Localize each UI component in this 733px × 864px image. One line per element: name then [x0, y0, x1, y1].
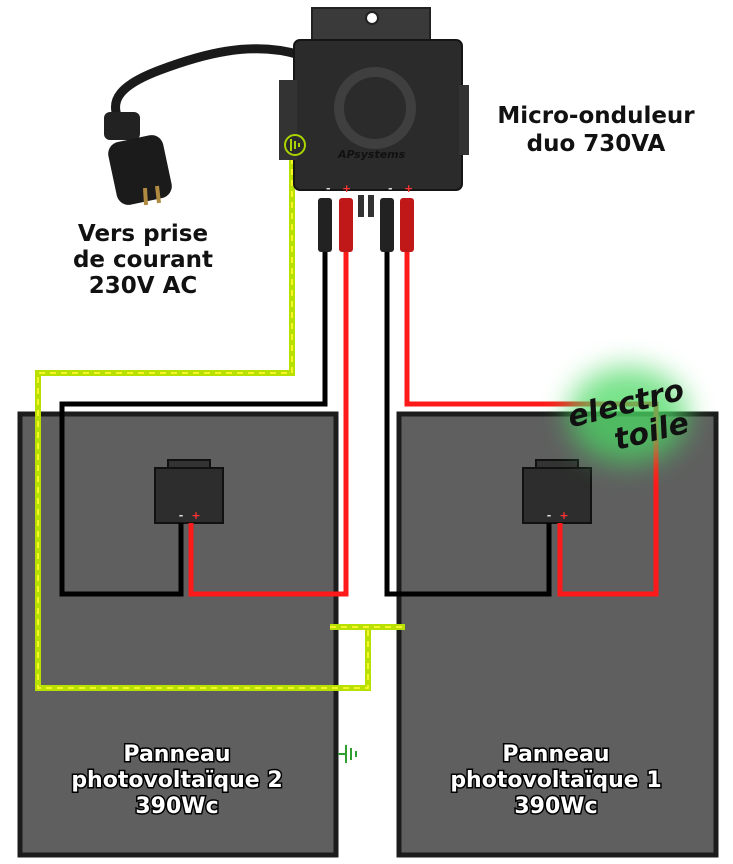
- inverter-minus-right: -: [388, 182, 393, 195]
- dc-connectors: [318, 195, 414, 252]
- plug-label-line3: 230V AC: [89, 273, 198, 299]
- plug-label-line2: de courant: [73, 247, 213, 273]
- earth-ground-icon: [284, 134, 306, 156]
- junction-plus-right: +: [559, 509, 568, 522]
- brand-label: APsystems: [337, 148, 406, 161]
- plug-label: Vers prise de courant 230V AC: [71, 220, 214, 301]
- inverter-plus-left: +: [342, 182, 351, 195]
- inverter-title-line1: Micro-onduleur: [497, 103, 695, 129]
- positive-wire-right: [404, 250, 659, 597]
- panel-right-line1: Panneau: [502, 742, 609, 767]
- inverter-label: Micro-onduleur duo 730VA: [496, 102, 697, 159]
- panel-right-label: Panneau photovoltaïque 1 390Wc: [449, 741, 663, 821]
- junction-box-right: - +: [522, 459, 592, 524]
- junction-plus-left: +: [191, 509, 200, 522]
- ground-symbol-icon: [338, 745, 357, 763]
- positive-wire-left: [188, 250, 349, 597]
- negative-wire-left: [59, 250, 328, 597]
- plug-label-line1: Vers prise: [78, 221, 208, 247]
- schuko-plug-icon: [104, 112, 172, 206]
- ac-cable: [110, 44, 305, 123]
- panel-left-line3: 390Wc: [135, 794, 218, 819]
- panel-left-line2: photovoltaïque 2: [71, 768, 282, 793]
- junction-box-left: - +: [154, 459, 224, 524]
- panel-left-label: Panneau photovoltaïque 2 390Wc: [70, 741, 284, 821]
- inverter-title-line2: duo 730VA: [527, 131, 666, 157]
- negative-wire-right: [384, 250, 552, 597]
- earth-wire: [35, 147, 405, 691]
- panel-right-line3: 390Wc: [514, 794, 597, 819]
- watermark: electro toile: [564, 367, 693, 463]
- panel-right-line2: photovoltaïque 1: [450, 768, 661, 793]
- inverter-minus-left: -: [326, 182, 331, 195]
- junction-minus-left: -: [179, 509, 184, 522]
- panel-left-line1: Panneau: [123, 742, 230, 767]
- inverter-plus-right: +: [404, 182, 413, 195]
- micro-inverter: APsystems - + - +: [279, 7, 469, 195]
- junction-minus-right: -: [547, 509, 552, 522]
